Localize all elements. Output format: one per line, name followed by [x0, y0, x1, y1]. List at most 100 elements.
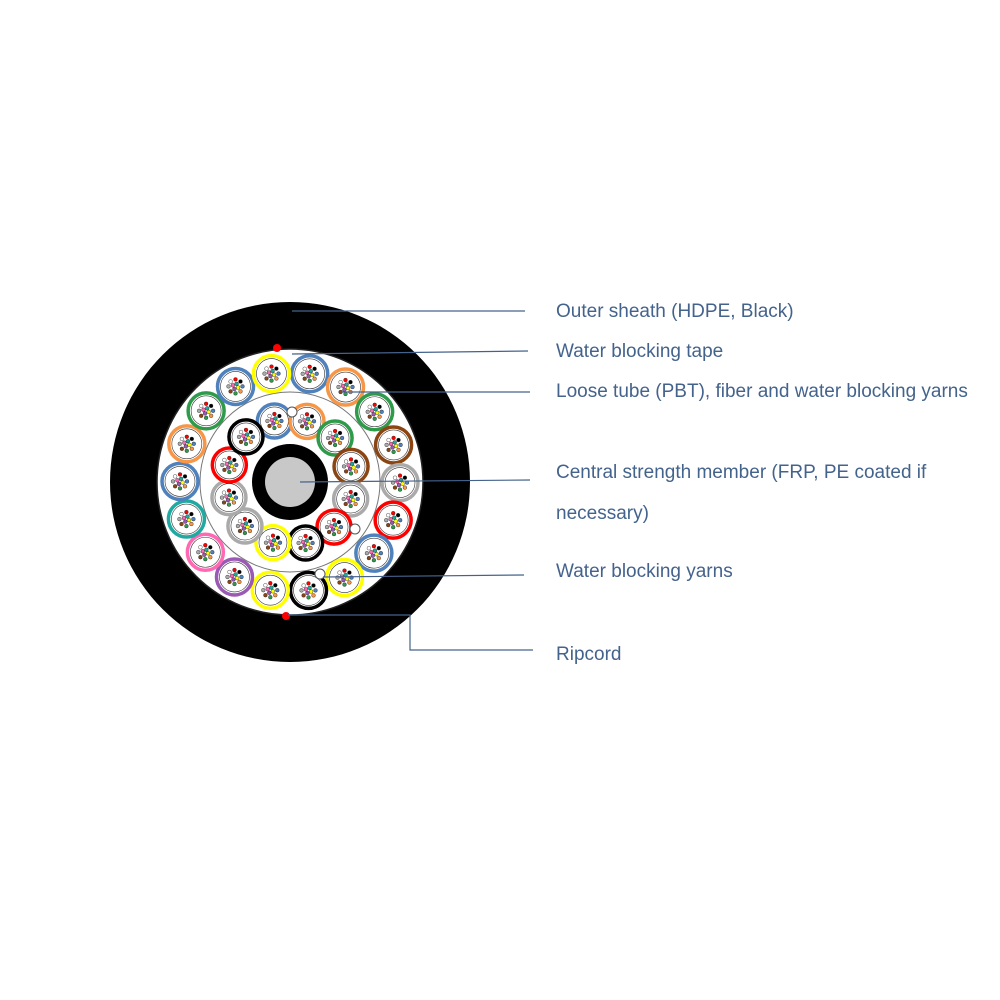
fiber [392, 515, 397, 520]
fiber [312, 376, 317, 381]
fiber [184, 523, 189, 529]
fiber [177, 441, 182, 446]
fiber [242, 530, 247, 536]
fiber [355, 496, 360, 502]
fiber [392, 440, 397, 445]
fiber [228, 379, 233, 384]
fiber [343, 492, 348, 497]
water-blocking-yarn [349, 523, 361, 535]
fiber [342, 387, 347, 392]
fiber [227, 455, 232, 461]
fiber [348, 489, 353, 495]
water-blocking-yarn [286, 406, 298, 418]
fiber [269, 585, 274, 590]
fiber [186, 517, 192, 523]
fiber [347, 580, 352, 585]
fiber [303, 421, 308, 426]
fiber [180, 480, 185, 485]
fiber [296, 540, 301, 546]
fiber [344, 382, 349, 387]
fiber [228, 460, 233, 465]
fiber [347, 570, 352, 575]
label-ripcord: Ripcord [556, 644, 622, 665]
fiber [376, 546, 381, 551]
fiber [238, 389, 243, 394]
fiber [279, 418, 284, 424]
fiber [378, 551, 383, 556]
fiber [346, 463, 351, 468]
fiber [327, 519, 332, 525]
fiber [273, 593, 278, 598]
fiber [337, 440, 343, 445]
fiber [204, 547, 209, 552]
fiber [179, 511, 184, 517]
fiber [337, 570, 342, 575]
fiber [305, 590, 310, 596]
fiber [276, 371, 281, 376]
fiber [347, 466, 353, 472]
fiber [236, 434, 242, 439]
fiber [271, 421, 276, 426]
loose-tube [250, 570, 291, 610]
fiber [243, 441, 249, 446]
fiber [242, 437, 247, 442]
fiber [267, 423, 272, 428]
water-blocking-yarn [314, 568, 326, 580]
fiber [307, 420, 312, 425]
fiber [338, 389, 343, 395]
fiber [231, 577, 236, 582]
fiber [344, 469, 349, 474]
fiber [300, 539, 306, 545]
fiber [303, 547, 308, 553]
fiber [182, 440, 187, 445]
fiber [353, 501, 358, 507]
fiber [379, 409, 384, 414]
fiber [396, 522, 401, 528]
fiber [386, 522, 391, 528]
fiber [232, 386, 237, 392]
loose-tube [288, 570, 329, 611]
fiber [372, 548, 378, 553]
fiber [189, 511, 194, 517]
fiber [337, 580, 342, 585]
fiber [268, 595, 273, 600]
fiber [388, 441, 394, 446]
fiber [298, 535, 303, 541]
fiber [263, 593, 268, 598]
fiber [204, 415, 209, 420]
fiber [311, 593, 316, 598]
fiber [225, 574, 230, 580]
ripcord [282, 612, 290, 620]
fiber [173, 484, 178, 489]
loose-tube [251, 353, 292, 394]
fiber [304, 412, 310, 417]
fiber [398, 442, 403, 447]
loose-tube [255, 402, 294, 440]
fiber [236, 385, 241, 390]
fiber [277, 423, 282, 428]
fiber [248, 439, 253, 444]
fiber [402, 485, 407, 490]
fiber [209, 413, 214, 418]
fiber [350, 384, 355, 390]
fiber [264, 376, 269, 381]
fiber [331, 531, 337, 537]
fiber [224, 494, 229, 499]
fiber [245, 432, 250, 437]
fiber [308, 369, 313, 374]
fiber [277, 413, 282, 419]
fiber [183, 519, 188, 524]
fiber [227, 569, 232, 575]
fiber [371, 558, 376, 563]
fiber [267, 590, 272, 595]
label-central-strength-member: Central strength member (FRP, PE coated … [556, 462, 927, 524]
fiber [187, 442, 192, 447]
fiber [268, 539, 273, 544]
fiber [326, 435, 331, 441]
fiber [303, 587, 308, 592]
fiber [269, 417, 274, 422]
fiber [182, 484, 188, 489]
fiber [198, 555, 203, 560]
loose-tube [166, 499, 207, 539]
fiber [220, 462, 225, 468]
